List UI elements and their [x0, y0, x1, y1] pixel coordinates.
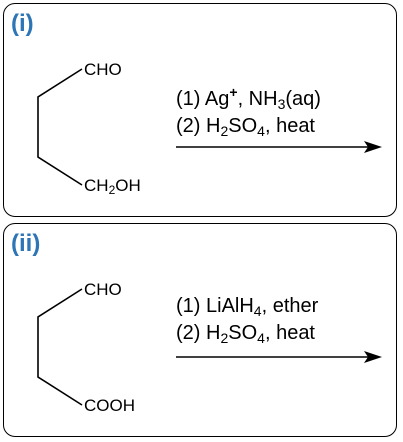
reagent-text: +: [229, 84, 238, 100]
reagent-text: H: [206, 115, 221, 137]
skeletal-structure: [37, 288, 83, 406]
panel-label: (i): [11, 10, 34, 37]
condition-step-1: (1) Ag+, NH3(aq): [176, 85, 321, 112]
reagent-text: , heat: [264, 115, 315, 137]
reagent-text: 2: [220, 330, 229, 346]
step-number: (2): [176, 115, 206, 137]
reagent-text: H: [206, 322, 221, 344]
carbon-chain-bonds: [37, 68, 83, 186]
bottom-functional-group: COOH: [84, 396, 135, 415]
reagent-text: Ag: [204, 88, 230, 110]
skeletal-structure: [37, 68, 83, 186]
step-number: (1): [176, 88, 205, 110]
step-number: (2): [176, 322, 206, 344]
panel-label: (ii): [11, 230, 41, 257]
reagent-text: 2: [220, 123, 229, 139]
condition-step-2: (2) H2SO4, heat: [176, 322, 315, 346]
reagent-text: , ether: [261, 295, 319, 317]
reagent-text: LiAlH: [206, 295, 254, 317]
reaction-panel-1: (i) CHO CH2OH (1) Ag+, NH3(aq) (2) H2SO4…: [3, 3, 397, 217]
reagent-text: 4: [257, 123, 265, 139]
reaction-panel-2: (ii) CHO COOH (1) LiAlH4, ether (2) H2SO…: [3, 223, 397, 437]
condition-step-1: (1) LiAlH4, ether: [176, 295, 319, 319]
carbon-chain-bonds: [37, 288, 83, 406]
reaction-arrow: [176, 351, 382, 363]
reagent-text: 4: [257, 330, 265, 346]
reagent-text: , heat: [264, 322, 315, 344]
reagent-text: SO: [228, 322, 258, 344]
top-functional-group: CHO: [84, 60, 122, 79]
step-number: (1): [176, 295, 206, 317]
reagent-text: SO: [228, 115, 258, 137]
top-functional-group: CHO: [84, 280, 122, 299]
reagent-text: 4: [253, 303, 262, 319]
reagent-text: , NH: [237, 88, 278, 110]
condition-step-2: (2) H2SO4, heat: [176, 115, 315, 139]
reagent-text: 3: [277, 96, 286, 112]
bottom-functional-group: CH2OH: [84, 176, 141, 197]
reaction-arrow: [176, 141, 382, 153]
reagent-text: (aq): [285, 88, 321, 110]
